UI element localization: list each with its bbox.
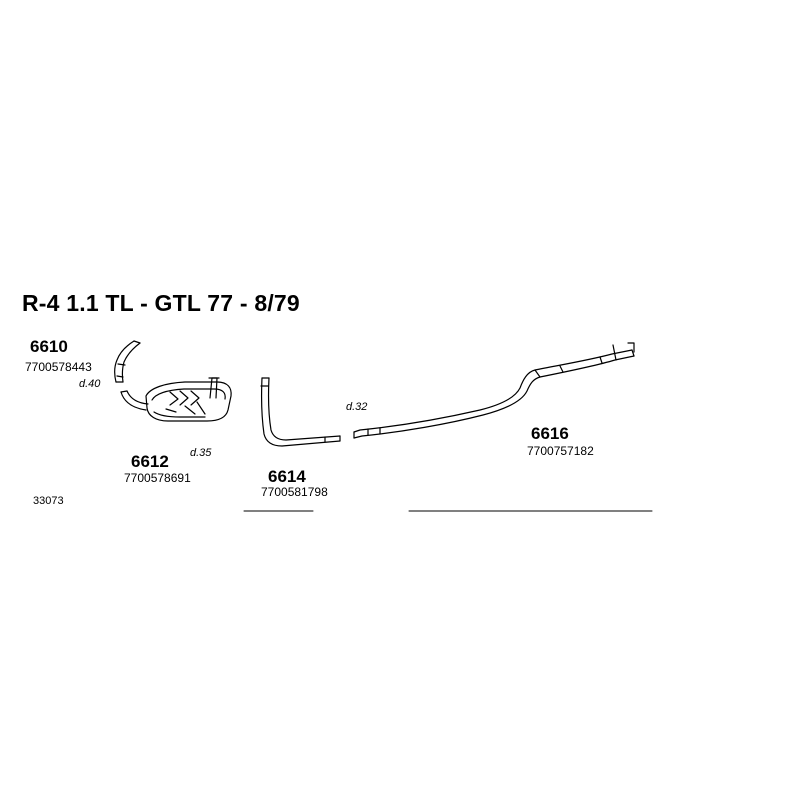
part-number-6616: 6616: [531, 424, 569, 443]
drawing-reference-number: 33073: [33, 495, 64, 507]
part-number-6614: 6614: [268, 467, 306, 486]
oem-number-6616: 7700757182: [527, 444, 594, 458]
part-number-6610: 6610: [30, 337, 68, 356]
part-6612-silencer[interactable]: [120, 377, 232, 422]
diagram-title: R-4 1.1 TL - GTL 77 - 8/79: [22, 290, 300, 316]
part-number-6612: 6612: [131, 452, 169, 471]
part-6614-pipe[interactable]: [260, 377, 341, 447]
oem-number-6614: 7700581798: [261, 485, 328, 499]
oem-number-6612: 7700578691: [124, 471, 191, 485]
diameter-6612: d.35: [190, 447, 212, 459]
oem-number-6610: 7700578443: [25, 360, 92, 374]
diameter-6610: d.40: [79, 378, 101, 390]
part-6610-pipe[interactable]: [114, 340, 141, 383]
part-6616-pipe[interactable]: [353, 342, 635, 439]
diameter-6614: d.32: [346, 401, 368, 413]
